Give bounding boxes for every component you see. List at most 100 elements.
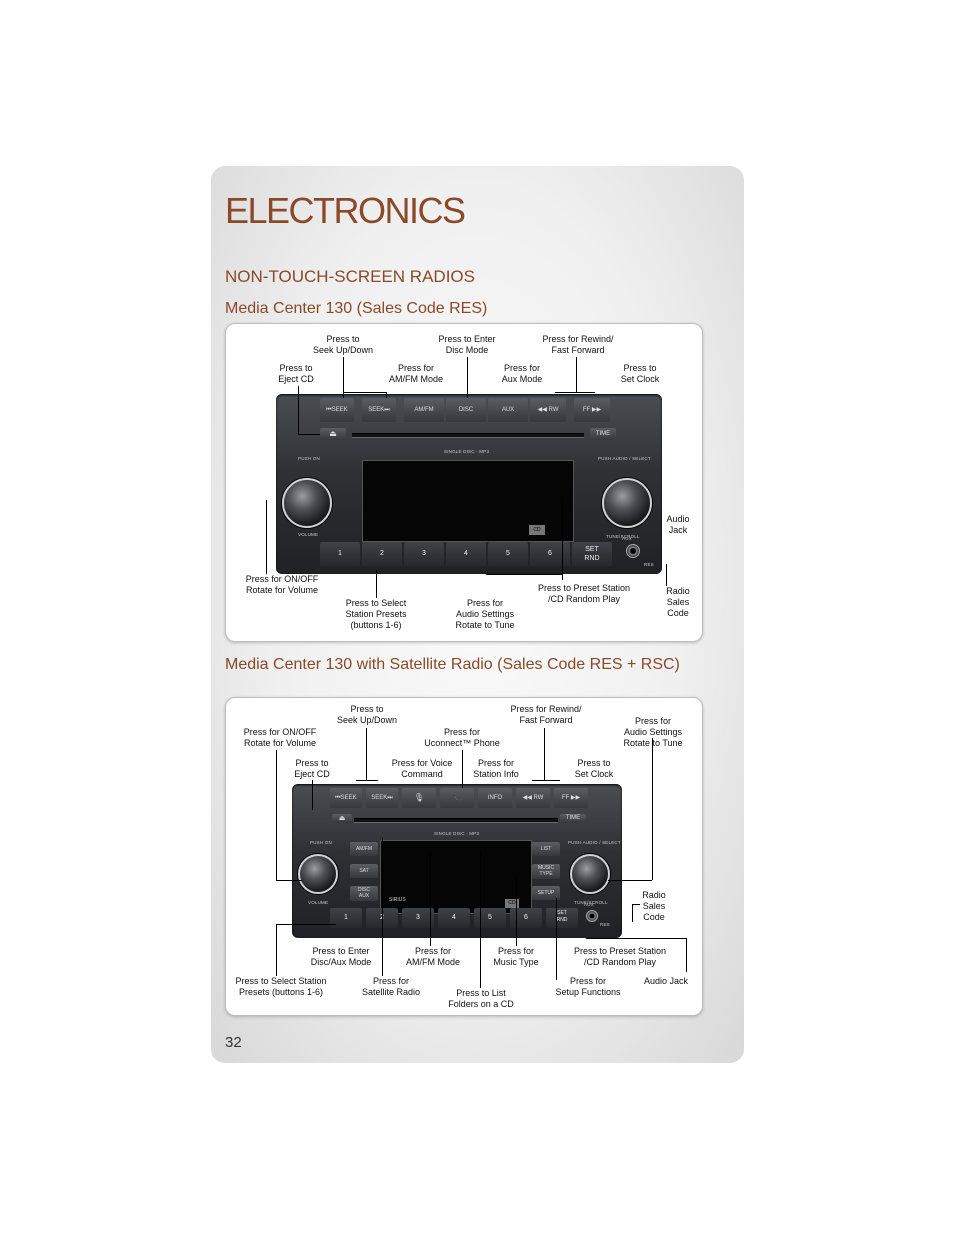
leader-line — [276, 924, 336, 925]
callout-preset-station: Press to Preset Station /CD Random Play — [573, 946, 667, 967]
leader-line — [467, 357, 468, 398]
music-type-button[interactable]: MUSIC TYPE — [532, 864, 560, 879]
leader-line — [462, 750, 463, 788]
leader-line — [276, 880, 302, 881]
figure1-heading: Media Center 130 (Sales Code RES) — [225, 300, 488, 317]
preset-button-3[interactable]: 3 — [402, 908, 434, 928]
volume-knob[interactable] — [298, 854, 338, 894]
leader-line — [632, 904, 633, 922]
voice-command-button[interactable]: 🎙 — [402, 788, 436, 808]
figure1-diagram: Press to Seek Up/Down Press to Enter Dis… — [225, 323, 703, 642]
preset-button-3[interactable]: 3 — [404, 542, 444, 566]
leader-line — [386, 392, 387, 398]
push-on-label: PUSH ON — [310, 840, 332, 845]
preset-button-4[interactable]: 4 — [438, 908, 470, 928]
sat-button[interactable]: SAT — [350, 864, 378, 878]
tune-scroll-label: TUNE/SCROLL — [606, 534, 640, 539]
tune-knob[interactable] — [602, 478, 652, 528]
callout-audio-jack: Audio Jack — [643, 976, 689, 986]
cd-indicator-icon: CD — [529, 525, 545, 535]
callout-clock: Press to Set Clock — [574, 758, 614, 779]
callout-audio-settings: Press for Audio Settings Rotate to Tune — [455, 598, 515, 630]
callout-aux: Press for Aux Mode — [501, 363, 543, 384]
uconnect-phone-button[interactable]: 📞 — [440, 788, 474, 808]
figure2-heading: Media Center 130 with Satellite Radio (S… — [225, 656, 680, 673]
fast-forward-button[interactable]: FF ▶▶ — [574, 398, 610, 422]
aux-button[interactable]: AUX — [488, 398, 528, 422]
setup-button[interactable]: SETUP — [532, 886, 560, 900]
callout-seek: Press to Seek Up/Down — [336, 704, 398, 725]
callout-list: Press to List Folders on a CD — [448, 988, 514, 1009]
tune-knob[interactable] — [570, 854, 610, 894]
preset-button-6[interactable]: 6 — [510, 908, 542, 928]
page-number: 32 — [225, 1034, 242, 1051]
leader-line — [555, 392, 595, 393]
seek-up-button[interactable]: SEEK⏭ — [366, 788, 398, 808]
fast-forward-button[interactable]: FF ▶▶ — [554, 788, 588, 808]
display-screen: CD — [362, 460, 574, 542]
set-rnd-button[interactable]: SET RND — [572, 542, 612, 566]
callout-sales-code: Radio Sales Code — [642, 890, 666, 922]
leader-line — [556, 898, 557, 980]
callout-sales-code: Radio Sales Code — [666, 586, 690, 618]
preset-button-5[interactable]: 5 — [488, 542, 528, 566]
time-button[interactable]: TIME — [590, 428, 616, 440]
eject-button[interactable]: ⏏ — [332, 814, 352, 823]
leader-line — [666, 564, 667, 586]
preset-button-6[interactable]: 6 — [530, 542, 570, 566]
radio-unit-res-rsc: ⏮SEEK SEEK⏭ 🎙 📞 INFO ◀◀ RW FF ▶▶ ⏏ TIME … — [292, 784, 622, 938]
eject-button[interactable]: ⏏ — [320, 428, 346, 440]
leader-line — [343, 392, 386, 393]
leader-line — [298, 386, 299, 434]
callout-eject: Press to Eject CD — [294, 758, 330, 779]
callout-satellite: Press for Satellite Radio — [361, 976, 421, 997]
preset-button-2[interactable]: 2 — [362, 542, 402, 566]
preset-button-1[interactable]: 1 — [320, 542, 360, 566]
page-card: ELECTRONICS NON-TOUCH-SCREEN RADIOS Medi… — [211, 166, 744, 1063]
display-screen: SIRIUS CD — [380, 840, 532, 914]
radio-unit-res: ⏮SEEK SEEK⏭ AM/FM DISC AUX ◀◀ RW FF ▶▶ ⏏… — [276, 394, 662, 574]
push-on-label: PUSH ON — [298, 456, 320, 461]
aux-jack-icon[interactable] — [626, 544, 640, 558]
preset-button-4[interactable]: 4 — [446, 542, 486, 566]
callout-disc-aux: Press to Enter Disc/Aux Mode — [310, 946, 372, 967]
preset-button-1[interactable]: 1 — [330, 908, 362, 928]
seek-down-button[interactable]: ⏮SEEK — [320, 398, 354, 422]
list-button[interactable]: LIST — [532, 842, 560, 856]
callout-clock: Press to Set Clock — [620, 363, 660, 384]
leader-line — [430, 852, 431, 946]
rewind-button[interactable]: ◀◀ RW — [516, 788, 550, 808]
leader-line — [312, 780, 313, 810]
rewind-button[interactable]: ◀◀ RW — [530, 398, 566, 422]
leader-line — [532, 780, 560, 781]
time-button[interactable]: TIME — [560, 814, 586, 823]
cd-slot — [354, 818, 558, 823]
seek-down-button[interactable]: ⏮SEEK — [330, 788, 362, 808]
leader-line — [298, 434, 320, 435]
callout-onoff: Press for ON/OFF Rotate for Volume — [243, 727, 317, 748]
res-label: RES — [644, 562, 654, 567]
push-audio-label: PUSH AUDIO / SELECT — [598, 456, 651, 461]
aux-jack-icon[interactable] — [586, 910, 598, 922]
aux-jack-label: AUX — [584, 902, 594, 907]
amfm-button[interactable]: AM/FM — [350, 842, 378, 856]
leader-line — [356, 780, 378, 781]
seek-up-button[interactable]: SEEK⏭ — [362, 398, 396, 422]
volume-knob[interactable] — [282, 478, 332, 528]
disc-button[interactable]: DISC — [446, 398, 486, 422]
single-disc-label: SINGLE DISC · MP3 — [434, 831, 480, 836]
preset-button-5[interactable]: 5 — [474, 908, 506, 928]
amfm-button[interactable]: AM/FM — [404, 398, 444, 422]
leader-line — [382, 838, 383, 976]
disc-aux-button[interactable]: DISC AUX — [350, 886, 378, 901]
leader-line — [652, 738, 653, 880]
callout-info: Press for Station Info — [473, 758, 519, 779]
info-button[interactable]: INFO — [478, 788, 512, 808]
callout-uconnect: Press for Uconnect™ Phone — [424, 727, 500, 748]
callout-rewind: Press for Rewind/ Fast Forward — [542, 334, 614, 355]
set-rnd-button[interactable]: SET RND — [546, 908, 578, 928]
callout-amfm: Press for AM/FM Mode — [388, 363, 443, 384]
leader-line — [632, 904, 640, 905]
callout-preset-station: Press to Preset Station /CD Random Play — [537, 583, 631, 604]
leader-line — [586, 938, 686, 939]
